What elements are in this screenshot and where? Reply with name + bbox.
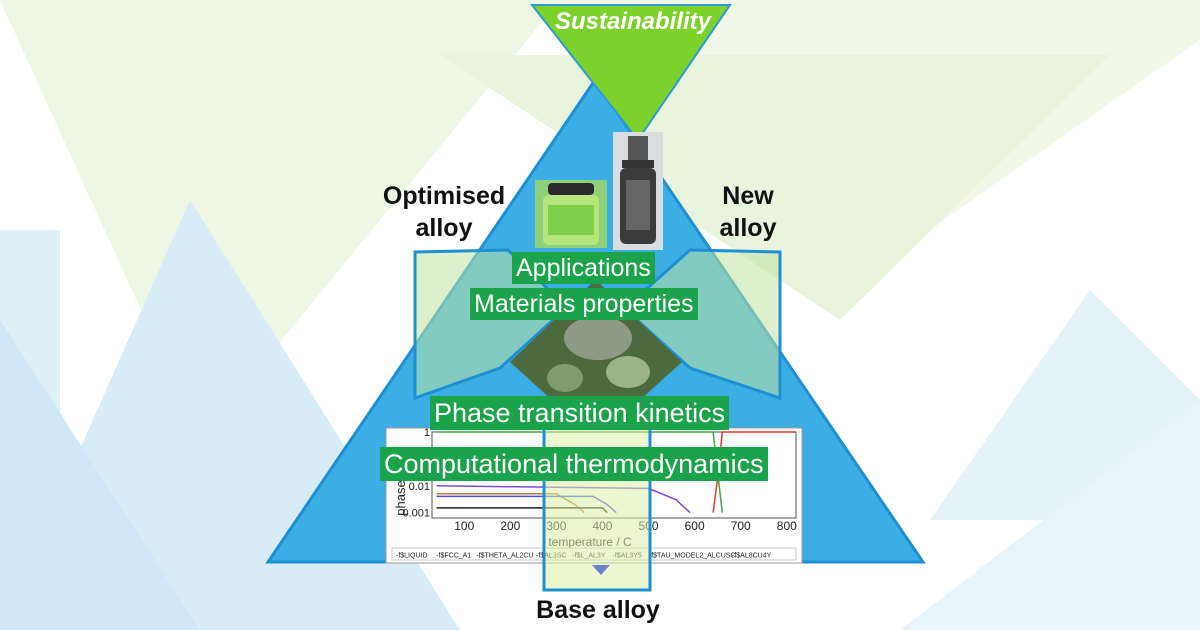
optimised-alloy-line1: Optimised bbox=[382, 182, 506, 210]
x-tick-label: 100 bbox=[454, 519, 474, 533]
y-tick-label: 1 bbox=[424, 427, 430, 439]
y-tick-label: 0.001 bbox=[402, 508, 430, 520]
layer-applications: Applications bbox=[512, 252, 655, 284]
optimised-alloy-label: Optimised alloy bbox=[368, 180, 520, 244]
jar-photo bbox=[535, 180, 607, 248]
legend-entry: -f$TAU_MODEL2_ALCUSC bbox=[649, 553, 736, 560]
x-tick-label: 200 bbox=[500, 519, 520, 533]
new-alloy-label: New alloy bbox=[700, 180, 796, 244]
x-tick-label: 600 bbox=[685, 519, 705, 533]
series-line-f-fcc-a1 bbox=[436, 431, 724, 513]
y-axis-label: phase bbox=[393, 480, 408, 515]
layer-computational-thermodynamics: Computational thermodynamics bbox=[380, 447, 768, 481]
vessel-photo bbox=[613, 132, 663, 250]
y-tick-group: 1 0.01 0.001 bbox=[402, 427, 430, 520]
legend-entry: -f$THETA_AL2CU bbox=[476, 553, 533, 560]
x-tick-label: 800 bbox=[777, 519, 797, 533]
sustainability-triangle bbox=[529, 4, 732, 142]
layer-materials-properties: Materials properties bbox=[470, 288, 698, 320]
legend-entry: -f$FCC_A1 bbox=[436, 553, 471, 560]
new-alloy-line2: alloy bbox=[719, 214, 777, 242]
optimised-alloy-line2: alloy bbox=[415, 214, 473, 242]
column-arrow bbox=[592, 565, 610, 575]
legend-entry: -f$LIQUID bbox=[396, 553, 428, 560]
legend-entry: -f$AL8CU4Y bbox=[732, 553, 772, 560]
new-alloy-line1: New bbox=[722, 182, 774, 210]
x-tick-label: 700 bbox=[731, 519, 751, 533]
y-tick-label: 0.01 bbox=[409, 481, 430, 493]
base-alloy-label: Base alloy bbox=[536, 596, 660, 624]
layer-phase-transition-kinetics: Phase transition kinetics bbox=[430, 396, 730, 430]
sustainability-label: Sustainability bbox=[554, 8, 712, 35]
